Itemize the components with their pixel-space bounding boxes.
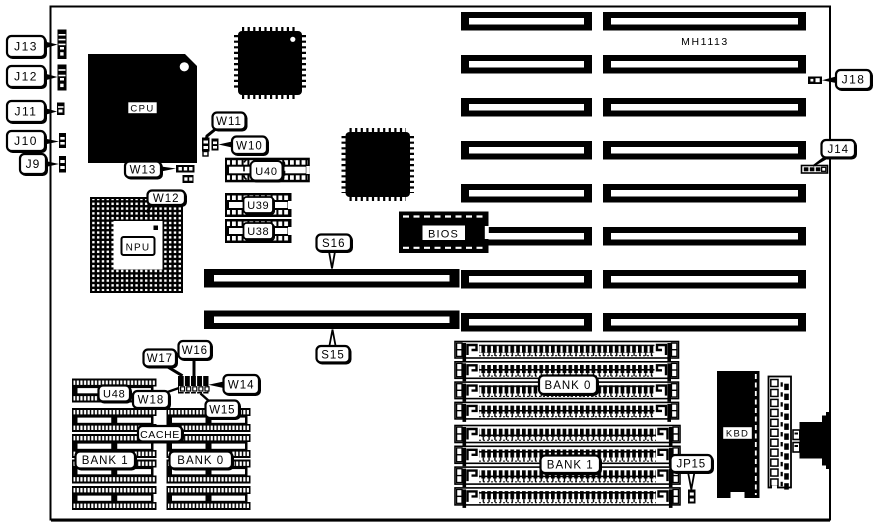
svg-text:S15: S15 (321, 349, 344, 361)
svg-text:BANK 0: BANK 0 (545, 380, 592, 392)
svg-text:W17: W17 (147, 353, 173, 365)
svg-text:W10: W10 (236, 140, 263, 152)
svg-text:NPU: NPU (126, 243, 151, 254)
svg-text:MH1113: MH1113 (681, 36, 729, 48)
svg-text:U38: U38 (247, 226, 269, 238)
svg-text:J11: J11 (15, 105, 38, 119)
svg-text:BANK 1: BANK 1 (547, 459, 594, 471)
svg-text:U39: U39 (247, 200, 269, 212)
svg-text:J10: J10 (14, 134, 38, 148)
svg-text:CACHE: CACHE (140, 429, 180, 441)
svg-text:J13: J13 (14, 40, 38, 54)
svg-text:JP15: JP15 (677, 459, 706, 471)
svg-text:BANK 1: BANK 1 (82, 455, 129, 467)
svg-text:W14: W14 (228, 380, 255, 392)
svg-text:BANK 0: BANK 0 (177, 455, 224, 467)
svg-text:W11: W11 (216, 116, 242, 128)
svg-text:W12: W12 (153, 193, 180, 205)
svg-text:W13: W13 (130, 165, 157, 177)
svg-text:CPU: CPU (130, 104, 154, 115)
svg-text:BIOS: BIOS (428, 229, 459, 241)
svg-text:U48: U48 (103, 389, 126, 401)
svg-text:J9: J9 (26, 157, 41, 171)
svg-text:W15: W15 (209, 404, 235, 416)
svg-text:KBD: KBD (726, 429, 749, 440)
svg-text:J18: J18 (842, 73, 866, 87)
svg-text:W16: W16 (182, 345, 208, 357)
svg-text:W18: W18 (138, 395, 165, 407)
svg-text:J12: J12 (14, 70, 38, 84)
svg-text:S16: S16 (322, 238, 345, 250)
svg-text:J14: J14 (827, 144, 849, 156)
svg-text:U40: U40 (255, 166, 278, 178)
